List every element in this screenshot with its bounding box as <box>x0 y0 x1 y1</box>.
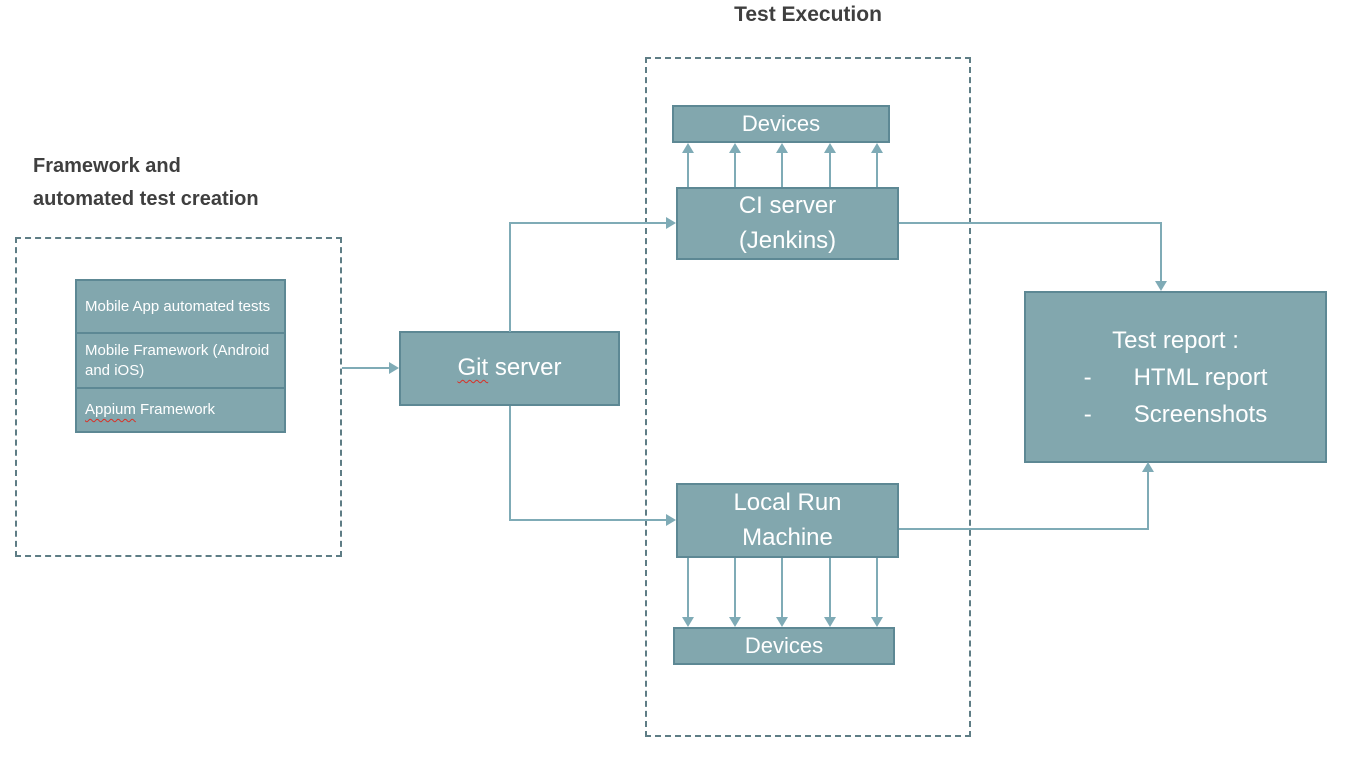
test-report-item-1: - HTML report <box>1084 359 1268 396</box>
connector-local-to-devices-2 <box>734 558 736 618</box>
connector-ci-to-devices-1 <box>687 153 689 187</box>
node-appium-framework: Appium Framework <box>75 387 286 433</box>
node-mobile-framework: Mobile Framework (Android and iOS) <box>75 332 286 389</box>
git-rest: server <box>488 354 562 382</box>
node-devices-bottom-label: Devices <box>744 632 824 658</box>
connector-ci-to-devices-4 <box>829 153 831 187</box>
connector-local-to-devices-1 <box>687 558 689 618</box>
node-ci-server: CI server (Jenkins) <box>676 187 899 260</box>
bullet-dash-1: - <box>1083 363 1092 391</box>
connector-local-to-devices-5 <box>876 558 878 618</box>
local-run-line1: Local Run <box>733 488 842 516</box>
heading-framework-creation: Framework and automated test creation <box>33 155 259 210</box>
connector-local-to-devices-4 <box>829 558 831 618</box>
arrowhead-ci-to-devices-5 <box>871 143 883 153</box>
local-run-line2: Machine <box>742 523 833 551</box>
connector-local-to-report-horizontal <box>899 528 1149 530</box>
node-git-server-label: Git server <box>457 351 561 386</box>
node-mobile-app-tests: Mobile App automated tests <box>75 279 286 334</box>
ci-server-line1: CI server <box>738 191 837 219</box>
arrowhead-local-to-devices-4 <box>824 617 836 627</box>
test-report-title: Test report : <box>1112 326 1239 354</box>
connector-git-to-ci-horizontal <box>509 222 667 224</box>
arrowhead-local-to-devices-2 <box>729 617 741 627</box>
heading-test-execution: Test Execution <box>734 3 882 26</box>
connector-ci-to-report-horizontal <box>899 222 1162 224</box>
arrowhead-local-to-devices-1 <box>682 617 694 627</box>
arrowhead-local-to-report <box>1142 462 1154 472</box>
connector-git-to-local-vertical <box>509 406 511 521</box>
appium-word: Appium <box>85 401 136 419</box>
arrowhead-ci-to-devices-1 <box>682 143 694 153</box>
connector-local-to-report-vertical <box>1147 472 1149 529</box>
connector-ci-to-report-vertical <box>1160 222 1162 282</box>
arrowhead-git-to-local <box>666 514 676 526</box>
arrowhead-framework-to-git <box>389 362 399 374</box>
node-mobile-app-tests-label: Mobile App automated tests <box>85 297 271 315</box>
connector-framework-to-git-line <box>342 367 390 369</box>
node-devices-bottom: Devices <box>673 627 895 665</box>
node-devices-top-label: Devices <box>741 110 821 136</box>
appium-rest: Framework <box>135 401 216 419</box>
test-report-item-2-label: Screenshots <box>1133 400 1268 428</box>
group-test-execution <box>645 57 971 737</box>
node-local-run-machine: Local Run Machine <box>676 483 899 558</box>
node-mobile-framework-label: Mobile Framework (Android and iOS) <box>85 341 270 379</box>
connector-local-to-devices-3 <box>781 558 783 618</box>
group-framework-creation <box>15 237 342 557</box>
connector-git-to-ci-vertical <box>509 222 511 332</box>
test-report-item-1-label: HTML report <box>1133 363 1268 391</box>
git-word: Git <box>457 354 489 382</box>
connector-git-to-local-horizontal <box>509 519 667 521</box>
node-test-report: Test report : - HTML report - Screenshot… <box>1024 291 1327 463</box>
node-git-server: Git server <box>399 331 620 406</box>
arrowhead-ci-to-devices-3 <box>776 143 788 153</box>
node-devices-top: Devices <box>672 105 890 143</box>
ci-server-line2: (Jenkins) <box>738 226 837 254</box>
arrowhead-git-to-ci <box>666 217 676 229</box>
connector-ci-to-devices-2 <box>734 153 736 187</box>
connector-ci-to-devices-5 <box>876 153 878 187</box>
bullet-dash-2: - <box>1083 400 1092 428</box>
arrowhead-ci-to-devices-2 <box>729 143 741 153</box>
arrowhead-ci-to-devices-4 <box>824 143 836 153</box>
arrowhead-local-to-devices-5 <box>871 617 883 627</box>
test-report-item-2: - Screenshots <box>1084 396 1267 433</box>
connector-ci-to-devices-3 <box>781 153 783 187</box>
arrowhead-ci-to-report <box>1155 281 1167 291</box>
arrowhead-local-to-devices-3 <box>776 617 788 627</box>
node-appium-framework-label: Appium Framework <box>85 400 215 420</box>
